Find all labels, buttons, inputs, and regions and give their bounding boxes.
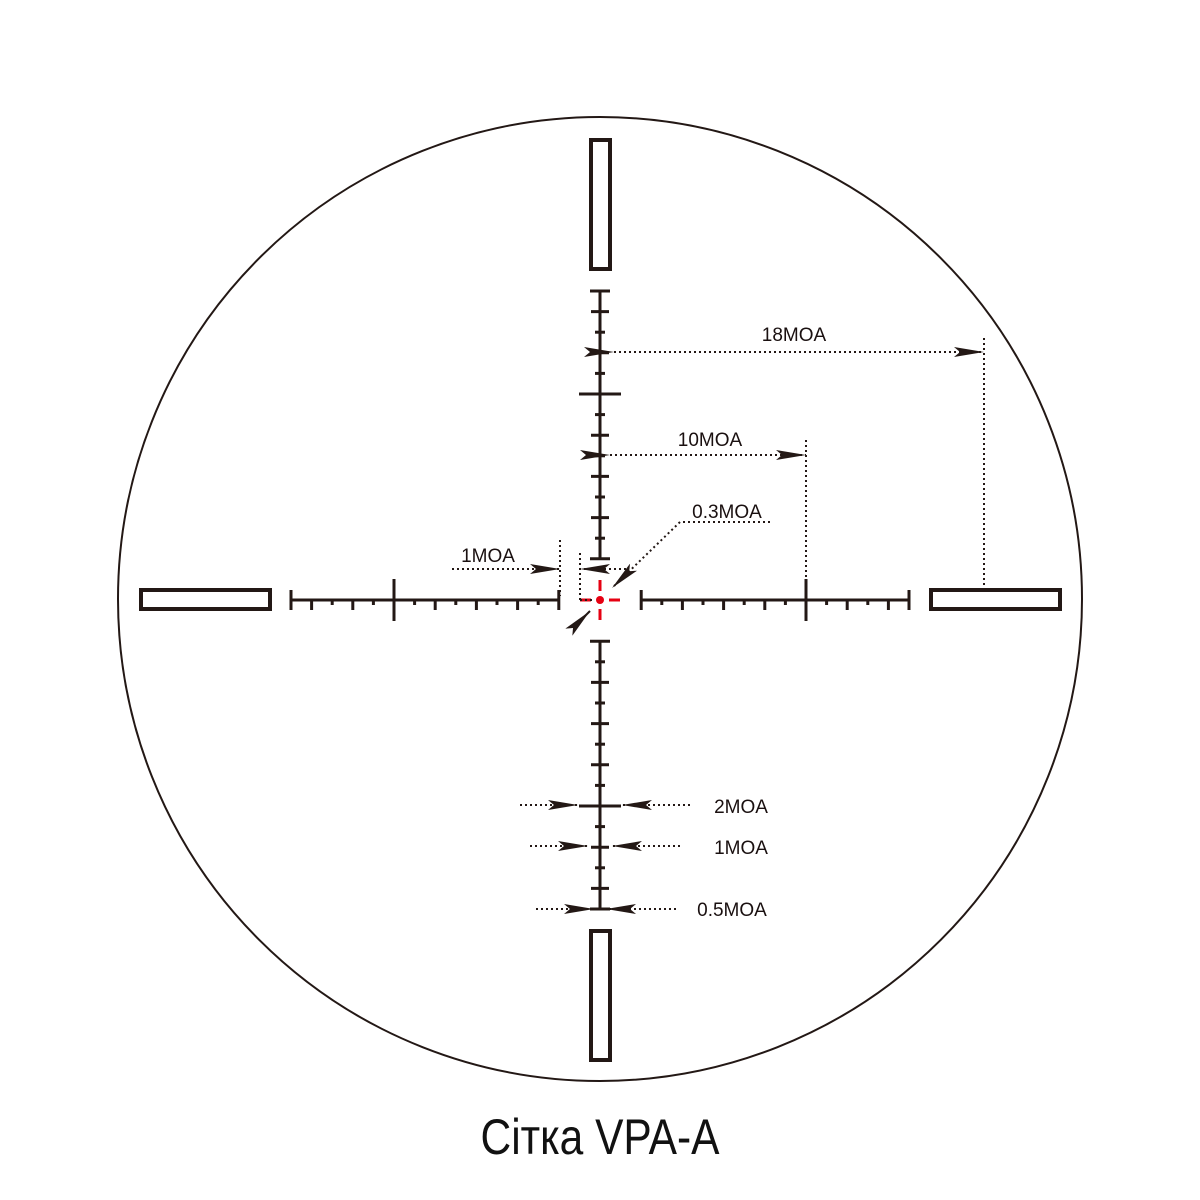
label-1moa: 1MOA (714, 838, 768, 859)
label-10moa: 10MOA (678, 430, 743, 451)
label-0-5moa: 0.5MOA (697, 900, 767, 921)
label-0-3moa: 0.3MOA (692, 502, 762, 523)
label-2moa: 2MOA (714, 797, 768, 818)
label-18moa: 18MOA (762, 325, 827, 346)
thick-posts (139, 138, 1062, 1062)
bottom-post (589, 929, 612, 1062)
moa-scale (289, 289, 911, 911)
label-1moa-gap: 1MOA (461, 546, 515, 567)
left-post (139, 588, 272, 611)
reticle-title: Сітка VPA-A (480, 1109, 720, 1165)
scope-field-circle (117, 116, 1083, 1082)
right-post (929, 588, 1062, 611)
top-post (589, 138, 612, 271)
center-dot (596, 596, 604, 604)
dimension-lines (452, 338, 985, 914)
